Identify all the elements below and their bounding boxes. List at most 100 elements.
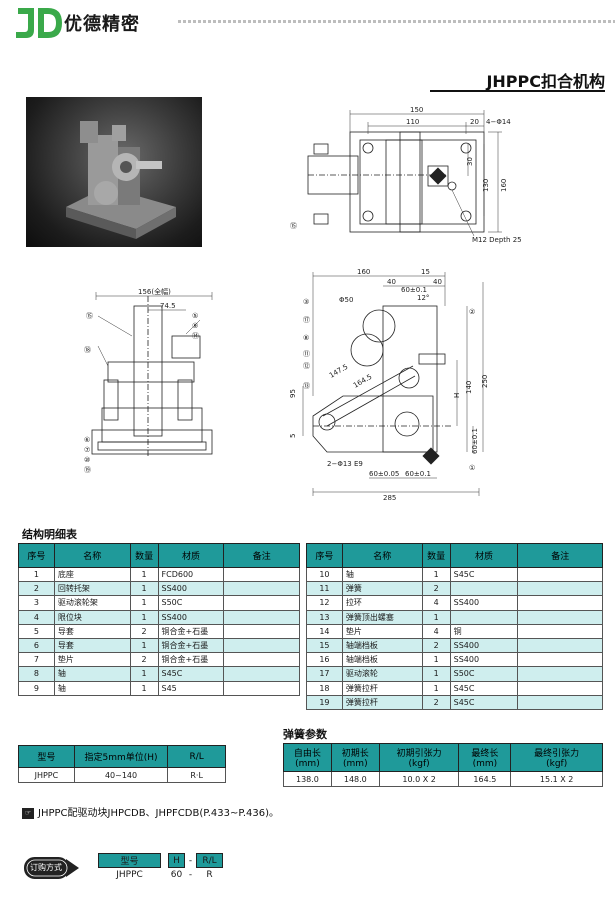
product-photo — [26, 97, 202, 247]
dim-156: 156(全幅) — [138, 287, 171, 296]
balloon-5: ⑤ — [192, 312, 198, 320]
dim-angle: 12° — [417, 294, 429, 302]
dim-150: 150 — [410, 106, 423, 114]
note-text: JHPPC配驱动块JHPCDB、JHPFCDB(P.433~P.436)。 — [38, 808, 280, 819]
dim-15: 15 — [421, 268, 430, 276]
balloon-17: ⑰ — [303, 316, 310, 324]
col-free-length: 自由长(mm) — [283, 743, 332, 772]
bom-title: 结构明细表 — [22, 528, 77, 541]
dim-285: 285 — [383, 494, 396, 501]
dim-60: 60±0.1 — [401, 286, 427, 294]
col-qty: 数量 — [421, 543, 451, 568]
top-view-drawing: 150 110 20 4−Φ14 30 130 160 M12 Depth 25… — [290, 106, 522, 244]
note-line: ☞ JHPPC配驱动块JHPCDB、JHPFCDB(P.433~P.436)。 — [22, 804, 279, 819]
balloon-11: ⑪ — [303, 350, 310, 358]
col-final-tension: 最终引张力(kgf) — [510, 743, 603, 772]
side-view-drawing: 156(全幅) 74.5 ⑮ ⑤ ⑨ ⑭ ⑱ ⑥ ⑦ ⑩ ⑲ — [84, 287, 213, 474]
model-table: 型号 指定5mm单位(H) R/L JHPPC 40~140 R·L — [18, 745, 226, 783]
col-mat: 材质 — [157, 543, 225, 568]
balloon-7: ⑦ — [84, 446, 90, 454]
dim-30: 30 — [466, 157, 474, 166]
balloon-15: ⑮ — [290, 222, 297, 230]
col-initial-length: 初期长(mm) — [330, 743, 380, 772]
order-dash-2: - — [188, 869, 193, 880]
col-note: 备注 — [517, 543, 603, 568]
balloon-15: ⑮ — [86, 312, 93, 320]
dim-hole: 4−Φ14 — [486, 118, 511, 126]
order-h-h: H — [168, 853, 185, 868]
table-row: 138.0 148.0 10.0 X 2 164.5 15.1 X 2 — [283, 771, 603, 787]
dim-250: 250 — [481, 375, 489, 388]
dim-40a: 40 — [387, 278, 396, 286]
dim-40b: 40 — [433, 278, 442, 286]
balloon-13: ⑬ — [303, 382, 310, 390]
balloon-8: ⑧ — [303, 334, 309, 342]
dim-130: 130 — [482, 179, 490, 192]
balloon-18: ⑱ — [84, 346, 91, 354]
col-note: 备注 — [223, 543, 300, 568]
order-code-table: 型号 H - R/L JHPPC 60 - R — [98, 853, 223, 882]
pointing-hand-icon: ☞ — [22, 807, 34, 819]
dim-160: 160 — [500, 179, 508, 192]
col-mat: 材质 — [449, 543, 519, 568]
brand-name: 优德精密 — [64, 14, 140, 35]
dim-20: 20 — [470, 118, 479, 126]
col-final-length: 最终长(mm) — [458, 743, 512, 772]
order-v-rl: R — [206, 869, 213, 880]
balloon-12: ⑫ — [303, 362, 310, 370]
col-name: 名称 — [53, 543, 131, 568]
col-no: 序号 — [306, 543, 343, 568]
company-logo — [16, 8, 62, 38]
dim-60-005: 60±0.05 — [369, 470, 399, 478]
order-dash: - — [188, 855, 193, 866]
order-v-h: 60 — [170, 869, 183, 880]
balloon-6: ⑥ — [84, 436, 90, 444]
balloon-9: ⑨ — [192, 322, 198, 330]
order-h-rl: R/L — [196, 853, 223, 868]
dim-5: 5 — [289, 434, 297, 438]
col-rl: R/L — [167, 745, 226, 768]
dim-hole2: 2−Φ13 E9 — [327, 460, 363, 468]
order-v-model: JHPPC — [116, 869, 143, 880]
dim-110: 110 — [406, 118, 419, 126]
col-initial-tension: 初期引张力(kgf) — [378, 743, 460, 772]
dim-h: H — [453, 393, 461, 398]
spring-title: 弹簧参数 — [283, 728, 327, 741]
product-photo-render — [66, 121, 176, 239]
balloon-19: ⑲ — [84, 466, 91, 474]
col-name: 名称 — [341, 543, 423, 568]
balloon-14: ⑭ — [192, 332, 199, 340]
table-row: JHPPC 40~140 R·L — [18, 767, 226, 783]
order-badge-label: 订购方式 — [30, 863, 62, 872]
col-h: 指定5mm单位(H) — [73, 745, 169, 768]
page-title: JHPPC扣合机构 — [486, 72, 605, 91]
front-view-drawing: 160 15 40 60±0.1 40 Φ50 12° ③ ⑰ ⑧ ⑪ ⑫ ⑬ … — [289, 268, 489, 501]
dim-60v: 60±0.1 — [471, 428, 479, 454]
balloon-2: ② — [469, 308, 475, 316]
header-divider — [178, 20, 615, 23]
order-h-model: 型号 — [98, 853, 161, 868]
balloon-3: ③ — [303, 298, 309, 306]
dim-95: 95 — [289, 389, 297, 398]
dim-74-5: 74.5 — [160, 302, 176, 310]
col-qty: 数量 — [129, 543, 159, 568]
col-no: 序号 — [18, 543, 55, 568]
